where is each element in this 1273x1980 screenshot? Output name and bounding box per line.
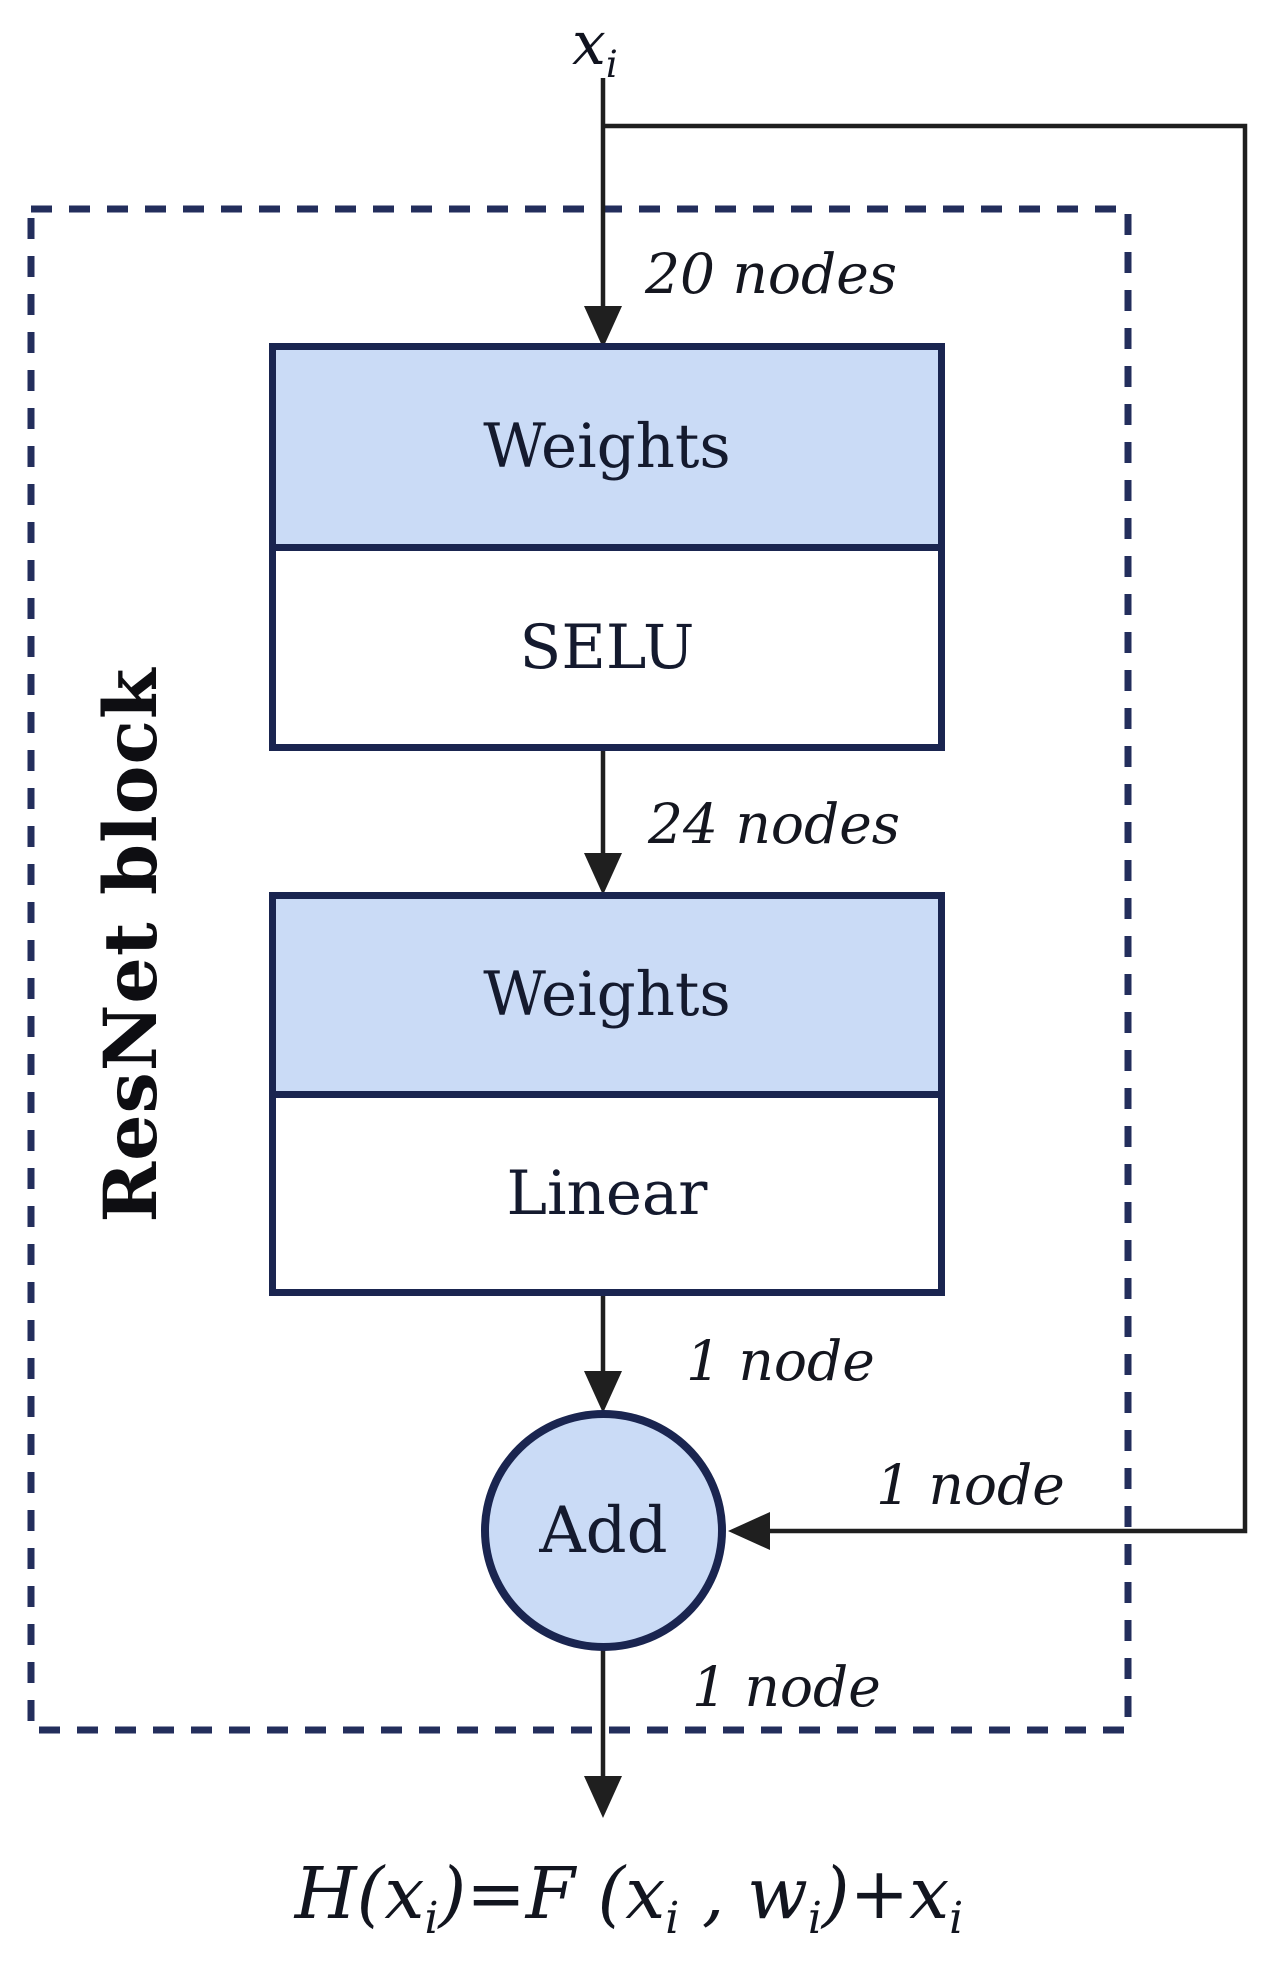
input-symbol-subscript: i: [605, 42, 618, 86]
skip-connection-line: [601, 123, 1248, 1534]
arrowhead-into-block1: [584, 306, 622, 348]
block2-activation-compartment: Linear: [276, 1097, 938, 1289]
block1-weights-label: Weights: [483, 411, 731, 483]
input-symbol: xi: [572, 14, 618, 83]
formula-subscript: i: [665, 1893, 680, 1945]
arrowhead-output: [584, 1776, 622, 1818]
edge-label-1-node-into-add: 1 node: [686, 1329, 875, 1393]
formula-part: )=F (x: [438, 1852, 666, 1935]
arrowhead-into-add-right: [728, 1512, 770, 1550]
formula-subscript: i: [424, 1893, 439, 1945]
output-formula: H(xi)=F (xi , wi)+xi: [294, 1852, 963, 1941]
resnet-block-boundary: [27, 205, 1132, 1734]
input-symbol-base: x: [572, 9, 606, 79]
formula-subscript: i: [949, 1893, 964, 1945]
edge-label-1-node-output: 1 node: [692, 1655, 881, 1719]
formula-subscript: i: [807, 1893, 822, 1945]
edge-label-20-nodes: 20 nodes: [645, 242, 897, 306]
add-node: Add: [481, 1410, 726, 1651]
formula-part: )+x: [821, 1852, 950, 1935]
block2-weights-compartment: Weights: [276, 899, 938, 1098]
arrowhead-into-block2: [584, 853, 622, 895]
dense-block-2: Weights Linear: [269, 892, 945, 1296]
block1-weights-compartment: Weights: [276, 350, 938, 551]
formula-part: , w: [679, 1852, 808, 1935]
block1-activation-label: SELU: [519, 611, 695, 683]
arrowhead-into-add-top: [584, 1371, 622, 1413]
block2-weights-label: Weights: [483, 959, 731, 1031]
edge-label-1-node-skip: 1 node: [876, 1453, 1065, 1517]
add-node-label: Add: [539, 1493, 668, 1568]
edge-label-24-nodes: 24 nodes: [648, 792, 900, 856]
block1-activation-compartment: SELU: [276, 550, 938, 744]
dense-block-1: Weights SELU: [269, 343, 945, 751]
resnet-block-label: ResNet block: [88, 667, 174, 1223]
block2-activation-label: Linear: [506, 1157, 708, 1229]
formula-part: H(x: [294, 1852, 425, 1935]
